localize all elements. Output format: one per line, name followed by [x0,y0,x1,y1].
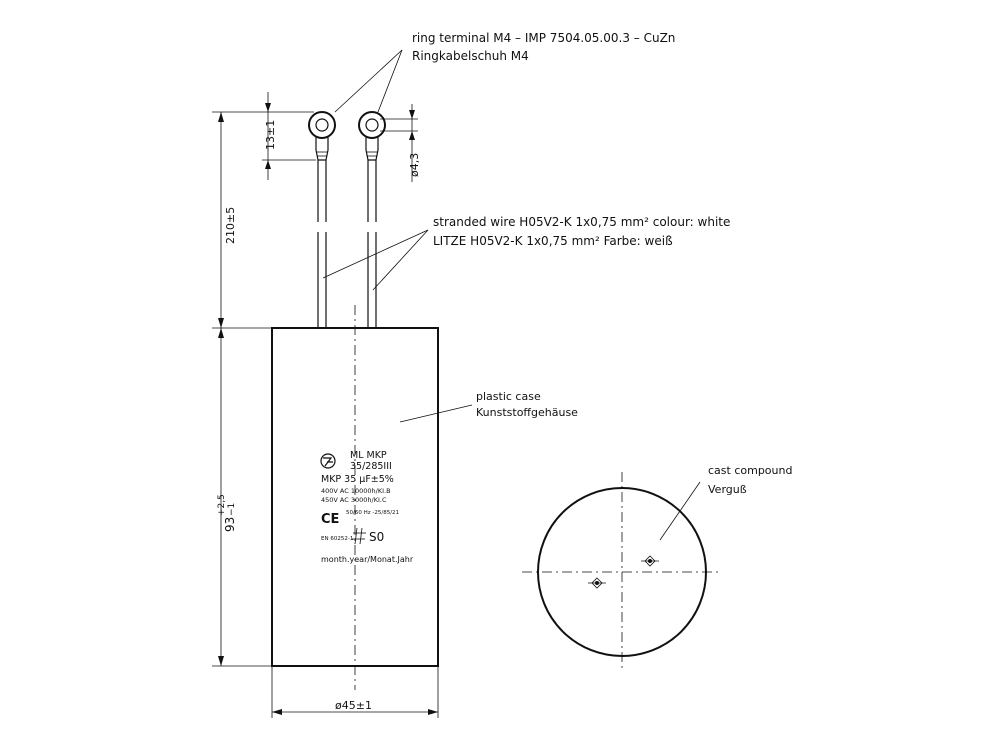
dim-case-height-text: 93 [223,517,237,532]
compound-label-en: cast compound [708,464,792,477]
label-line-1: ML MKP [350,450,387,461]
compound-leader [659,481,701,541]
wire-right [367,160,377,328]
ring-terminal-left [308,111,336,161]
label-line-2: 35/285III [350,461,392,472]
label-date: month.year/Monat.Jahr [321,555,414,564]
case-label-en: plastic case [476,390,541,403]
hash-symbol-icon [352,527,366,545]
label-line-4: 400V AC 10000h/KI.B [321,487,391,495]
label-line-3: MKP 35 µF±5% [321,474,394,485]
case-top-view [522,472,722,672]
capacitor-label: ML MKP 35/285III MKP 35 µF±5% 400V AC 10… [320,450,414,564]
label-s0: S0 [369,530,384,544]
dim-case-diameter-text: ø45±1 [335,699,372,712]
dim-hole-diameter: ø4,3 [380,104,421,182]
manufacturer-logo-icon [320,453,336,469]
ring-terminal-label-de: Ringkabelschuh M4 [412,49,529,63]
ring-terminal-leader-left [334,49,403,113]
dim-case-height-tol-lower: −1 [227,503,237,516]
dim-case-height: 93 +2,5 −1 [212,328,272,667]
wire-label-de: LITZE H05V2-K 1x0,75 mm² Farbe: weiß [433,234,673,248]
ce-mark-icon: CE [321,512,339,527]
dim-wire-length: 210±5 [212,111,272,329]
wire-leader-right [372,229,429,291]
ring-terminal-label-en: ring terminal M4 – IMP 7504.05.00.3 – Cu… [412,31,675,45]
ring-terminal-right [358,111,386,161]
dim-case-height-tol-upper: +2,5 [217,494,227,516]
dim-case-diameter: ø45±1 [271,666,439,718]
label-line-6: 50/60 Hz -25/85/21 [346,510,399,516]
dim-wire-length-text: 210±5 [224,207,237,244]
ring-terminal-leader-right [377,49,403,113]
dim-terminal-height: 13±1 [262,92,316,180]
wire-left [317,160,327,328]
label-line-7: EN 60252-1 [321,536,353,542]
compound-label-de: Verguß [708,483,747,496]
wire-label-en: stranded wire H05V2-K 1x0,75 mm² colour:… [433,215,730,229]
wire-leader-left [322,229,429,279]
label-line-5: 450V AC 3000h/KI.C [321,496,387,504]
case-label-de: Kunststoffgehäuse [476,406,578,419]
dim-hole-diameter-text: ø4,3 [408,153,421,177]
terminal-point-2 [588,577,606,589]
terminal-point-1 [641,555,659,567]
case-leader [399,404,473,423]
dim-terminal-height-text: 13±1 [264,120,277,150]
